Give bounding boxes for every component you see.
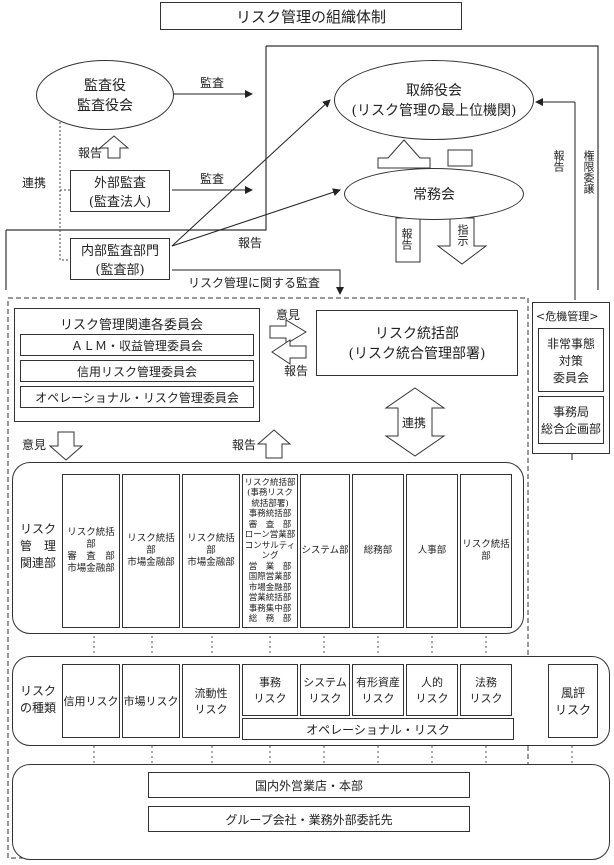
risk-type-column: 信用リスク <box>62 664 120 738</box>
operational-risk-box: オペレーショナル・リスク <box>242 718 514 740</box>
risk-type-column: 人的 リスク <box>406 664 458 716</box>
page-title: リスク管理の組織体制 <box>160 2 462 30</box>
delegation-label: 権限委譲 <box>582 150 595 194</box>
board-of-directors-ellipse: 取締役会 (リスク管理の最上位機関) <box>334 60 534 140</box>
report-label-mid: 報告 <box>284 364 309 378</box>
executive-committee-ellipse: 常務会 <box>344 168 524 220</box>
management-frame-line <box>266 45 599 290</box>
risk-audit-label: リスク管理に関する監査 <box>188 276 321 290</box>
risk-type-column: 事務 リスク <box>242 664 298 716</box>
related-dept-column: リスク統括部 審 査 部 市場金融部 <box>62 474 120 628</box>
report-label-low: 報告 <box>232 438 257 452</box>
instruction-label: 指示 <box>456 224 469 246</box>
risk-types-label: リスク の種類 <box>20 684 57 715</box>
secretariat-box: 事務局 総合企画部 <box>538 396 604 444</box>
committee-item: ＡＬＭ・収益管理委員会 <box>20 334 254 356</box>
audit-board-ellipse: 監査役 監査役会 <box>36 60 174 130</box>
audit-label-2: 監査 <box>200 172 225 186</box>
risk-audit-arrow <box>172 269 344 295</box>
related-dept-column: リスク統括部 市場金融部 <box>182 474 240 628</box>
related-dept-column: リスク統括部 <box>460 474 512 628</box>
emergency-committee-box: 非常事態 対策 委員会 <box>538 328 604 392</box>
link-label: 連携 <box>22 176 47 190</box>
risk-type-column: 有形資産 リスク <box>352 664 404 716</box>
report-arrow-exec <box>171 188 341 247</box>
committee-item: オペレーショナル・リスク管理委員会 <box>20 386 254 408</box>
risk-type-column: 法務 リスク <box>460 664 512 716</box>
risk-type-column: システム リスク <box>300 664 350 716</box>
reputation-risk-box: 風評 リスク <box>548 664 598 738</box>
report-arrow-board <box>171 99 331 247</box>
report-label-internal: 報告 <box>238 236 263 250</box>
risk-type-column: 流動性 リスク <box>182 664 240 738</box>
report-label-up: 報告 <box>78 146 103 160</box>
related-dept-column: リスク統括部 (事務リスク 統括部署) 事務統括部 審 査 部 ローン営業部 コ… <box>242 474 298 628</box>
related-dept-column: 総務部 <box>352 474 404 628</box>
committee-item: 信用リスク管理委員会 <box>20 360 254 382</box>
link-label-mid: 連携 <box>402 416 427 430</box>
risk-type-column: 市場リスク <box>122 664 180 738</box>
related-dept-column: システム部 <box>300 474 350 628</box>
related-dept-column: 人事部 <box>406 474 458 628</box>
risk-division-box: リスク統括部 (リスク統合管理部署) <box>316 310 518 376</box>
committees-header: リスク管理関連各委員会 <box>60 318 204 333</box>
audit-label-1: 監査 <box>200 76 225 90</box>
crisis-header: <危機管理> <box>536 310 599 323</box>
report-label-right: 報告 <box>552 150 565 172</box>
branches-box: 国内外営業店・本部 <box>148 772 470 798</box>
related-depts-label: リスク 管 理 関連部 <box>20 522 57 570</box>
group-companies-box: グループ会社・業務外部委託先 <box>148 806 470 832</box>
internal-audit-box: 内部監査部門 (監査部) <box>70 238 170 280</box>
opinion-label-top: 意見 <box>276 308 301 322</box>
external-audit-box: 外部監査 (監査法人) <box>70 170 170 212</box>
report-label-exec: 報告 <box>400 228 413 250</box>
related-dept-column: リスク統括部 市場金融部 <box>122 474 180 628</box>
opinion-label-low: 意見 <box>22 438 47 452</box>
